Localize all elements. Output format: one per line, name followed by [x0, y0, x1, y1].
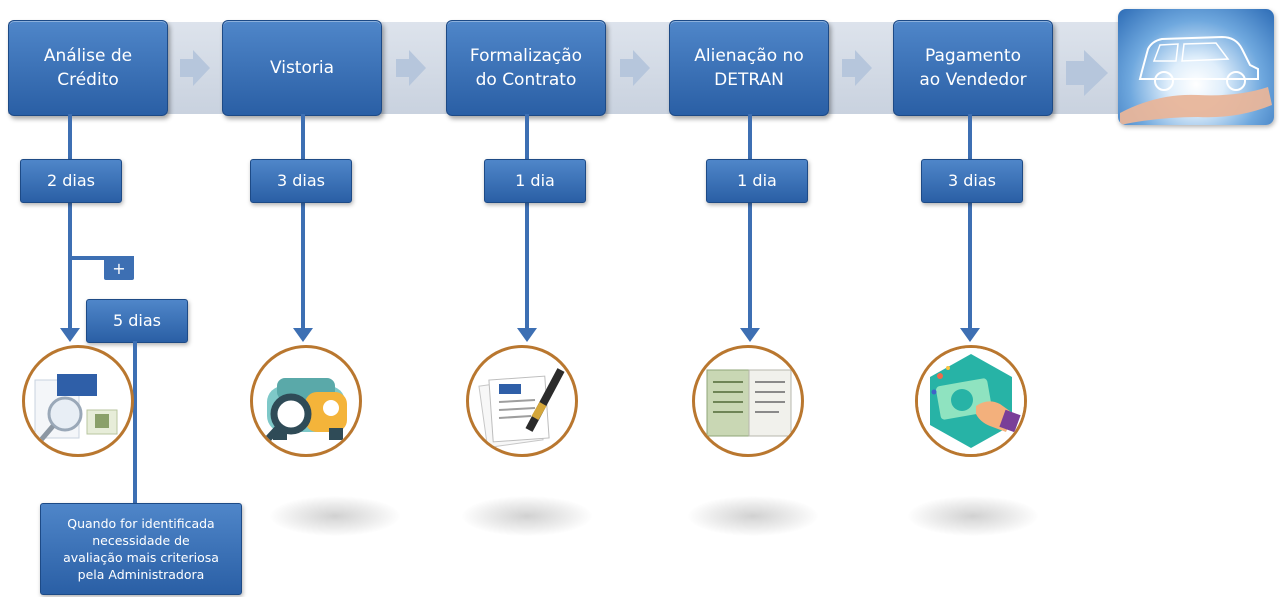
connector-line [301, 114, 305, 330]
chevron-right-icon [620, 50, 650, 86]
step-analise-credito: Análise de Crédito [8, 20, 168, 116]
branch-connector [133, 341, 137, 503]
duration-label: 3 dias [921, 159, 1023, 203]
contract-signing-icon [466, 345, 578, 457]
icon-shadow [908, 496, 1038, 536]
note-text: Quando for identificada necessidade de a… [63, 516, 219, 582]
connector-line [68, 114, 72, 330]
connector-line [525, 114, 529, 330]
duration-label: 3 dias [250, 159, 352, 203]
chevron-right-icon [180, 50, 210, 86]
step-formalizacao-contrato: Formalização do Contrato [446, 20, 606, 116]
chevron-right-icon [1066, 50, 1108, 96]
step-label: Análise de Crédito [43, 46, 133, 90]
step-pagamento-vendedor: Pagamento ao Vendedor [893, 20, 1053, 116]
duration-label: 1 dia [484, 159, 586, 203]
vehicle-registration-document-icon [692, 345, 804, 457]
duration-label: 2 dias [20, 159, 122, 203]
arrow-down-icon [293, 328, 313, 342]
car-in-hand-icon [1118, 9, 1274, 125]
plus-badge: + [104, 258, 134, 280]
step-label: Formalização do Contrato [469, 46, 583, 90]
duration-label: 1 dia [706, 159, 808, 203]
payment-to-seller-icon [915, 345, 1027, 457]
arrow-down-icon [517, 328, 537, 342]
credit-analysis-documents-icon [22, 345, 134, 457]
connector-line [968, 114, 972, 330]
chevron-right-icon [396, 50, 426, 86]
icon-shadow [688, 496, 818, 536]
step-label: Vistoria [269, 58, 335, 78]
step-label: Pagamento ao Vendedor [919, 46, 1027, 90]
extra-condition-note: Quando for identificada necessidade de a… [40, 503, 242, 595]
step-label: Alienação no DETRAN [694, 46, 804, 90]
chevron-right-icon [842, 50, 872, 86]
arrow-down-icon [740, 328, 760, 342]
arrow-down-icon [960, 328, 980, 342]
arrow-down-icon [60, 328, 80, 342]
step-alienacao-detran: Alienação no DETRAN [669, 20, 829, 116]
step-vistoria: Vistoria [222, 20, 382, 116]
icon-shadow [270, 496, 400, 536]
car-inspection-icon [250, 345, 362, 457]
extra-duration-label: 5 dias [86, 299, 188, 343]
connector-line [748, 114, 752, 330]
branch-connector [68, 256, 134, 260]
icon-shadow [462, 496, 592, 536]
